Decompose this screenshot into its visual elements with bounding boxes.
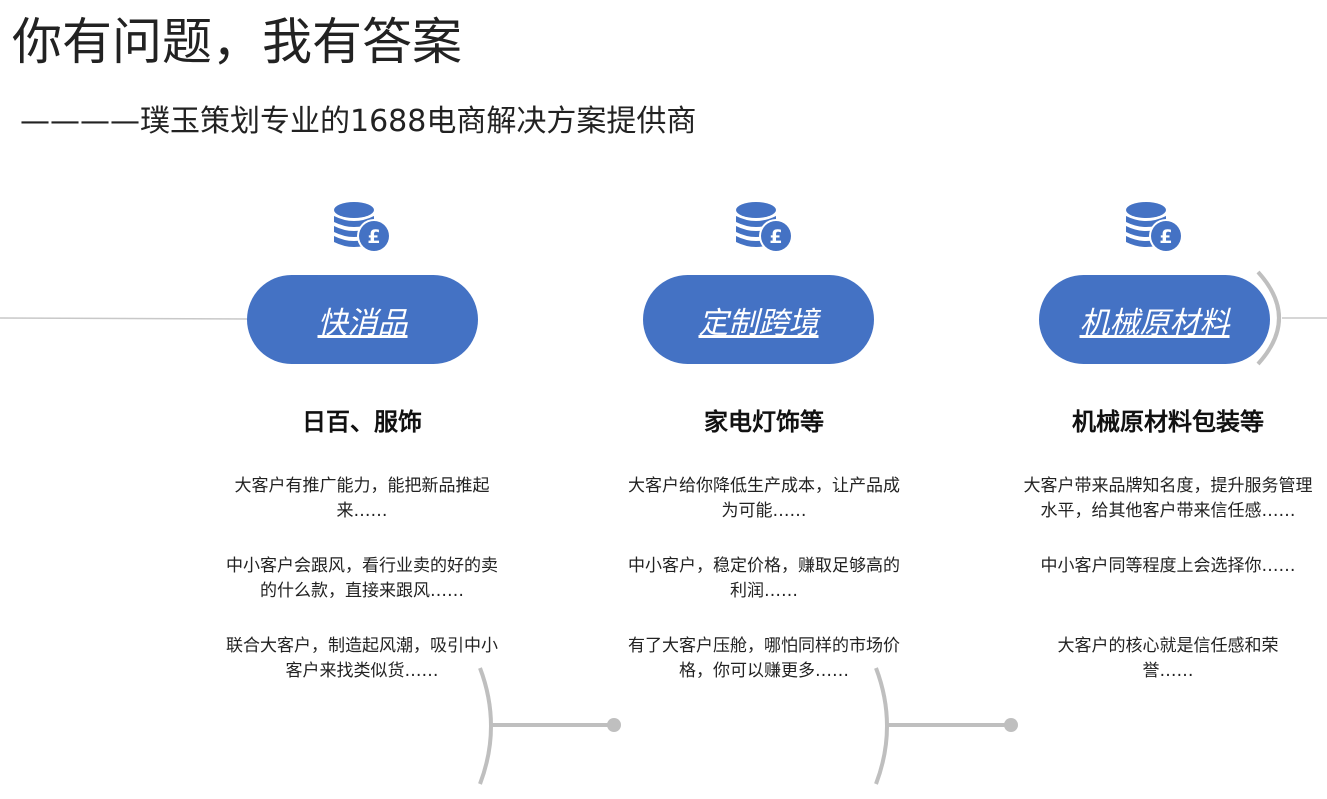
coin-stack-pound-icon: £ (736, 202, 793, 253)
svg-text:£: £ (367, 226, 380, 248)
coin-stack-pound-icon: £ (334, 202, 391, 253)
page-title: 你有问题，我有答案 (12, 13, 462, 71)
category-pill-machinery-materials[interactable]: 机械原材料 (1039, 275, 1270, 364)
category-column-fast-moving: £ 快消品 日百、服饰 大客户有推广能力，能把新品推起来…… 中小客户会跟风，看… (162, 0, 562, 799)
category-heading: 机械原材料包装等 (1072, 408, 1264, 436)
category-heading: 日百、服饰 (302, 408, 422, 436)
category-paragraph-3: 联合大客户，制造起风潮，吸引中小客户来找类似货…… (226, 636, 498, 681)
coin-stack-pound-icon: £ (1126, 202, 1183, 253)
category-paragraph-2: 中小客户会跟风，看行业卖的好的卖的什么款，直接来跟风…… (226, 556, 498, 601)
bottom-arc-1 (478, 667, 493, 785)
bottom-dot-1 (607, 718, 621, 732)
category-paragraph-1: 大客户给你降低生产成本，让产品成为可能…… (628, 476, 900, 521)
category-paragraph-1: 大客户有推广能力，能把新品推起来…… (234, 476, 490, 521)
category-paragraph-3: 有了大客户压舱，哪怕同样的市场价格，你可以赚更多…… (628, 636, 900, 681)
category-paragraph-2: 中小客户同等程度上会选择你…… (1040, 556, 1296, 576)
category-paragraph-3: 大客户的核心就是信任感和荣誉…… (1057, 636, 1279, 681)
svg-text:£: £ (769, 226, 782, 248)
category-column-machinery-materials: £ 机械原材料 机械原材料包装等 大客户带来品牌知名度，提升服务管理水平，给其他… (978, 0, 1327, 799)
category-heading: 家电灯饰等 (704, 408, 824, 436)
category-paragraph-2: 中小客户，稳定价格，赚取足够高的利润…… (628, 556, 900, 601)
right-arc (1256, 270, 1281, 366)
category-pill-fast-moving[interactable]: 快消品 (247, 275, 478, 364)
page-subtitle: ————璞玉策划专业的1688电商解决方案提供商 (20, 104, 697, 139)
category-column-custom-crossborder: £ 定制跨境 家电灯饰等 大客户给你降低生产成本，让产品成为可能…… 中小客户，… (564, 0, 964, 799)
bottom-dot-2 (1004, 718, 1018, 732)
left-connector-line (0, 317, 251, 320)
bottom-arc-2 (874, 667, 889, 785)
category-pill-custom-crossborder[interactable]: 定制跨境 (643, 275, 874, 364)
svg-text:£: £ (1159, 226, 1172, 248)
category-paragraph-1: 大客户带来品牌知名度，提升服务管理水平，给其他客户带来信任感…… (1023, 476, 1313, 521)
